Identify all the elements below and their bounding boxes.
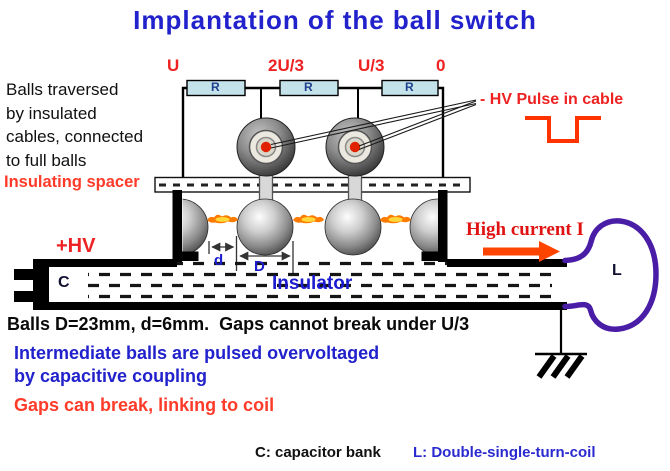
- spark-icon-1: [207, 214, 238, 224]
- high-current-label: High current I: [466, 219, 584, 240]
- dim-big-d-label: D: [254, 258, 265, 275]
- dim-d-label: d: [214, 252, 224, 269]
- spark-icon-3: [380, 214, 411, 224]
- current-arrow-icon: [483, 241, 560, 262]
- ball-spec-note: Balls D=23mm, d=6mm. Gaps cannot break u…: [7, 314, 470, 334]
- voltage-label-u3: U/3: [358, 56, 385, 75]
- legend-coil: L: Double-single-turn-coil: [413, 444, 596, 461]
- hv-pulse-waveform-icon: [525, 116, 601, 143]
- dimension-markers: [208, 236, 294, 276]
- resistor-box-3: [381, 79, 439, 97]
- ground-icon: [535, 310, 587, 379]
- coil-loop: [562, 218, 659, 332]
- chamber-walls: [172, 190, 448, 262]
- capacitor-c-label: C: [58, 274, 70, 291]
- spark-icon-2: [293, 214, 324, 224]
- cross-section-ball-left: [236, 117, 296, 177]
- legend-capacitor: C: capacitor bank: [255, 444, 381, 461]
- resistor-box-1: [186, 79, 246, 97]
- insulating-spacer-bar: [154, 176, 471, 193]
- intermediate-balls-note: Intermediate balls are pulsed overvoltag…: [14, 343, 380, 386]
- resistor-box-2: [279, 79, 339, 97]
- plus-hv-label: +HV: [56, 235, 96, 257]
- insulated-cable-lines: [270, 99, 477, 151]
- resistor-label-2: R: [304, 80, 313, 94]
- insulating-spacer-label: Insulating spacer: [4, 173, 140, 191]
- slide-title: Implantation of the ball switch: [133, 5, 537, 35]
- gaps-break-note: Gaps can break, linking to coil: [14, 395, 275, 415]
- ball-row: [182, 198, 439, 256]
- inductor-l-label: L: [612, 262, 622, 279]
- voltage-label-u: U: [167, 56, 180, 75]
- capacitor-bank-box: [14, 259, 567, 310]
- resistor-label-3: R: [405, 80, 414, 94]
- insulator-label: Insulator: [272, 273, 353, 294]
- voltage-label-0: 0: [436, 56, 446, 75]
- hv-pulse-label: - HV Pulse in cable: [480, 91, 624, 108]
- balls-traversed-note: Balls traversed by insulated cables, con…: [6, 80, 144, 170]
- voltage-label-2u3: 2U/3: [268, 56, 304, 75]
- ladder-circuit: [181, 79, 445, 177]
- resistor-label-1: R: [211, 80, 220, 94]
